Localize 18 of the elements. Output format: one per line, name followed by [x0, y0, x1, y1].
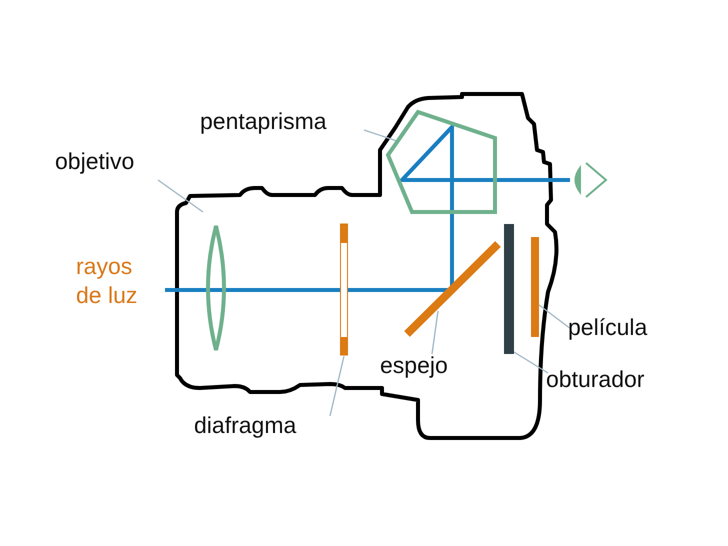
pentaprism: [385, 108, 499, 216]
light-rays-label: rayos de luz: [76, 252, 138, 310]
leader-line: [514, 351, 548, 374]
shutter: [504, 224, 514, 354]
mirror: [402, 239, 503, 339]
part-label: espejo: [380, 352, 448, 378]
leader-line: [431, 310, 439, 354]
leader-line: [158, 179, 204, 213]
leader-line: [364, 129, 398, 142]
diaphragm: [339, 223, 349, 356]
part-label: película: [568, 314, 648, 340]
film: [531, 237, 539, 337]
part-label: objetivo: [55, 148, 134, 174]
leader-line: [329, 356, 345, 416]
part-label: diafragma: [194, 412, 296, 438]
part-label: obturador: [546, 366, 644, 392]
leader-line: [538, 304, 572, 330]
part-label: pentaprisma: [200, 108, 327, 134]
